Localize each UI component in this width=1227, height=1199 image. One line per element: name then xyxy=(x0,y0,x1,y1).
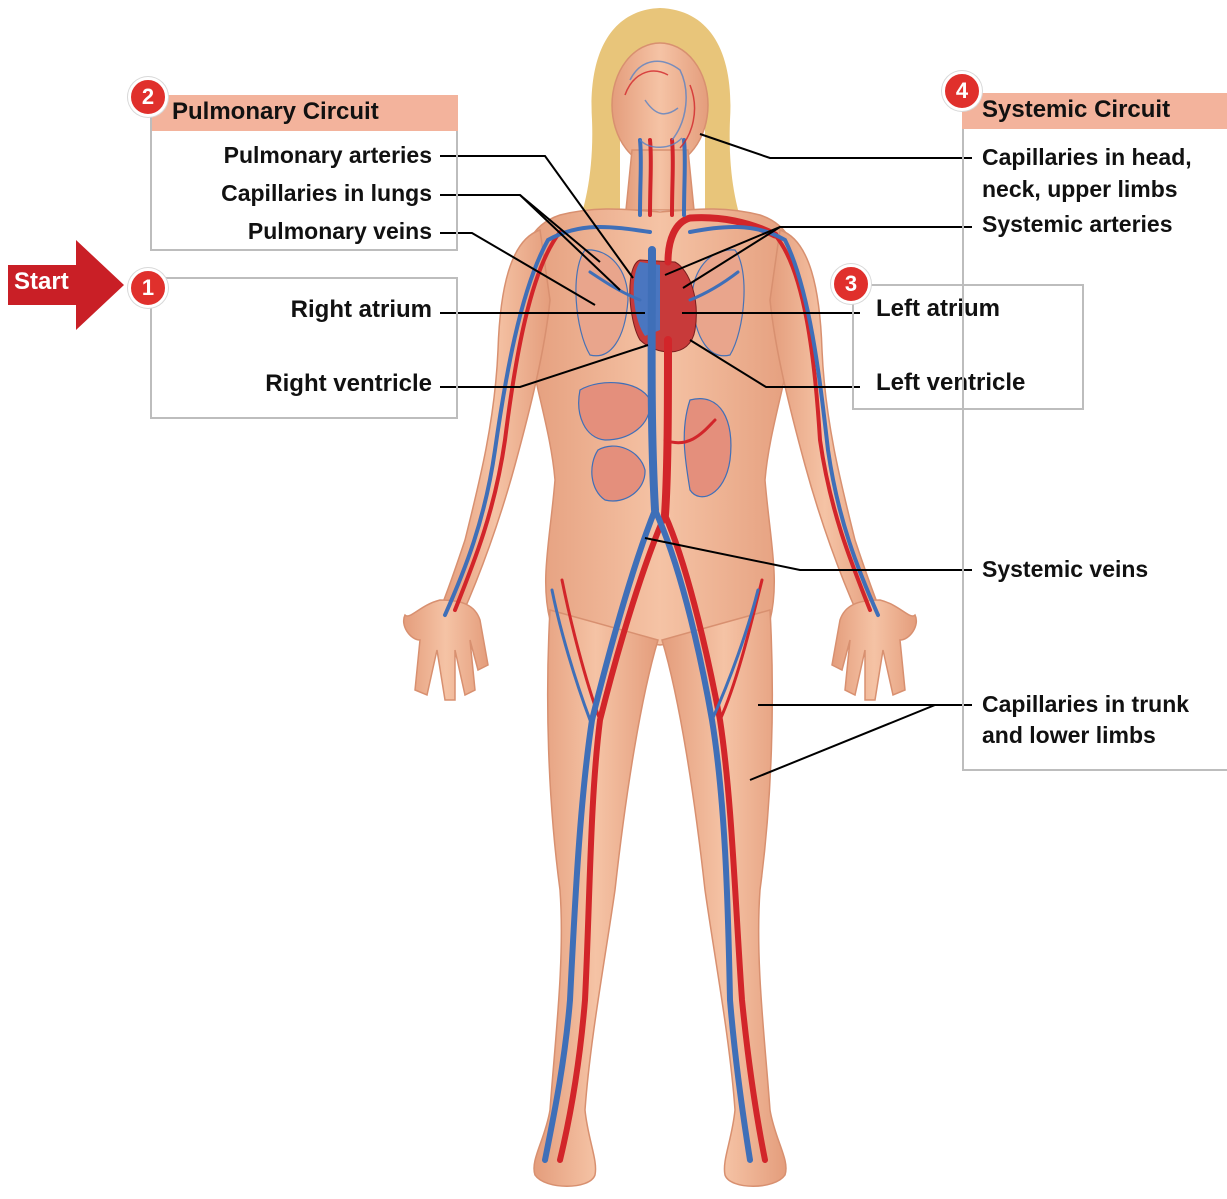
systemic-circuit-title: Systemic Circuit xyxy=(982,96,1170,123)
heart xyxy=(630,260,696,352)
label-systemic-veins: Systemic veins xyxy=(982,554,1148,584)
pulmonary-circuit-title: Pulmonary Circuit xyxy=(172,98,379,125)
label-systemic-arteries: Systemic arteries xyxy=(982,209,1173,239)
step-badge-1: 1 xyxy=(128,268,168,308)
label-capillaries-head-line1: Capillaries in head, xyxy=(982,142,1192,172)
label-capillaries-trunk-line2: and lower limbs xyxy=(982,720,1156,750)
systemic-circuit-header: Systemic Circuit xyxy=(962,93,1227,129)
label-pulmonary-veins: Pulmonary veins xyxy=(248,216,432,246)
label-capillaries-head-line2: neck, upper limbs xyxy=(982,174,1178,204)
step-badge-4: 4 xyxy=(942,71,982,111)
label-right-ventricle: Right ventricle xyxy=(265,369,432,399)
pulmonary-circuit-header: Pulmonary Circuit xyxy=(152,95,458,131)
body-silhouette xyxy=(404,43,917,1186)
start-label: Start xyxy=(14,267,69,297)
label-capillaries-in-lungs: Capillaries in lungs xyxy=(221,178,432,208)
step-badge-2: 2 xyxy=(128,77,168,117)
label-pulmonary-arteries: Pulmonary arteries xyxy=(224,140,432,170)
label-right-atrium: Right atrium xyxy=(291,295,432,325)
step-badge-3: 3 xyxy=(831,264,871,304)
label-capillaries-trunk-line1: Capillaries in trunk xyxy=(982,689,1189,719)
